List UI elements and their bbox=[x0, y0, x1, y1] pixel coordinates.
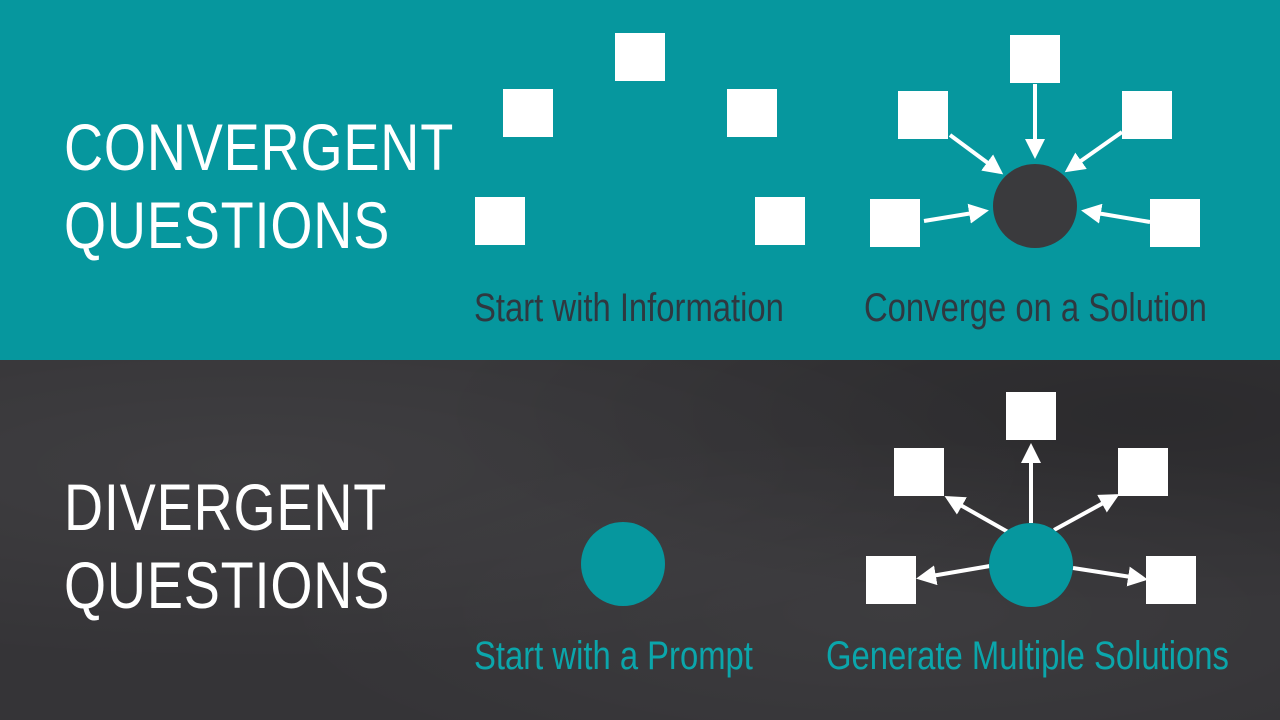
convergent-heading: CONVERGENT QUESTIONS bbox=[64, 108, 454, 264]
divergent-heading-line2: QUESTIONS bbox=[64, 548, 391, 622]
info-box bbox=[475, 197, 525, 245]
source-box bbox=[1150, 199, 1200, 247]
divergent-heading: DIVERGENT QUESTIONS bbox=[64, 468, 390, 624]
solution-box bbox=[1146, 556, 1196, 604]
convergent-diagram bbox=[475, 33, 1200, 248]
divergent-panel: DIVERGENT QUESTIONS Start with a Prompt … bbox=[0, 360, 1280, 720]
solution-box bbox=[1006, 392, 1056, 440]
convergent-panel: CONVERGENT QUESTIONS bbox=[0, 0, 1280, 360]
diverge-arrow bbox=[916, 564, 991, 586]
caption-start-with-prompt: Start with a Prompt bbox=[474, 634, 753, 678]
info-box bbox=[615, 33, 665, 81]
source-box bbox=[1010, 35, 1060, 83]
source-box bbox=[898, 91, 948, 139]
solution-box bbox=[894, 448, 944, 496]
diverge-diagram bbox=[866, 392, 1196, 607]
caption-generate-multiple-solutions: Generate Multiple Solutions bbox=[826, 634, 1229, 678]
convergent-heading-line2: QUESTIONS bbox=[64, 188, 391, 262]
diverge-arrow bbox=[1053, 494, 1120, 532]
info-box bbox=[755, 197, 805, 245]
diverge-arrow bbox=[1072, 566, 1148, 587]
info-box bbox=[503, 89, 553, 137]
solution-node bbox=[993, 164, 1077, 248]
info-box bbox=[727, 89, 777, 137]
converge-arrow bbox=[1081, 203, 1151, 224]
caption-start-with-information: Start with Information bbox=[474, 286, 784, 330]
divergent-diagram bbox=[581, 392, 1196, 607]
solution-box bbox=[1118, 448, 1168, 496]
information-boxes bbox=[475, 33, 805, 245]
caption-converge-on-solution: Converge on a Solution bbox=[864, 286, 1207, 330]
converge-arrow bbox=[948, 133, 1004, 175]
prompt-source-node bbox=[989, 523, 1073, 607]
converge-arrow bbox=[1064, 130, 1124, 173]
converge-diagram bbox=[870, 35, 1200, 248]
convergent-heading-line1: CONVERGENT bbox=[64, 110, 455, 184]
diverge-arrow bbox=[944, 496, 1009, 534]
source-box bbox=[1122, 91, 1172, 139]
prompt-node bbox=[581, 522, 665, 606]
divergent-heading-line1: DIVERGENT bbox=[64, 470, 388, 544]
converge-arrow bbox=[923, 203, 989, 224]
solution-box bbox=[866, 556, 916, 604]
source-box bbox=[870, 199, 920, 247]
